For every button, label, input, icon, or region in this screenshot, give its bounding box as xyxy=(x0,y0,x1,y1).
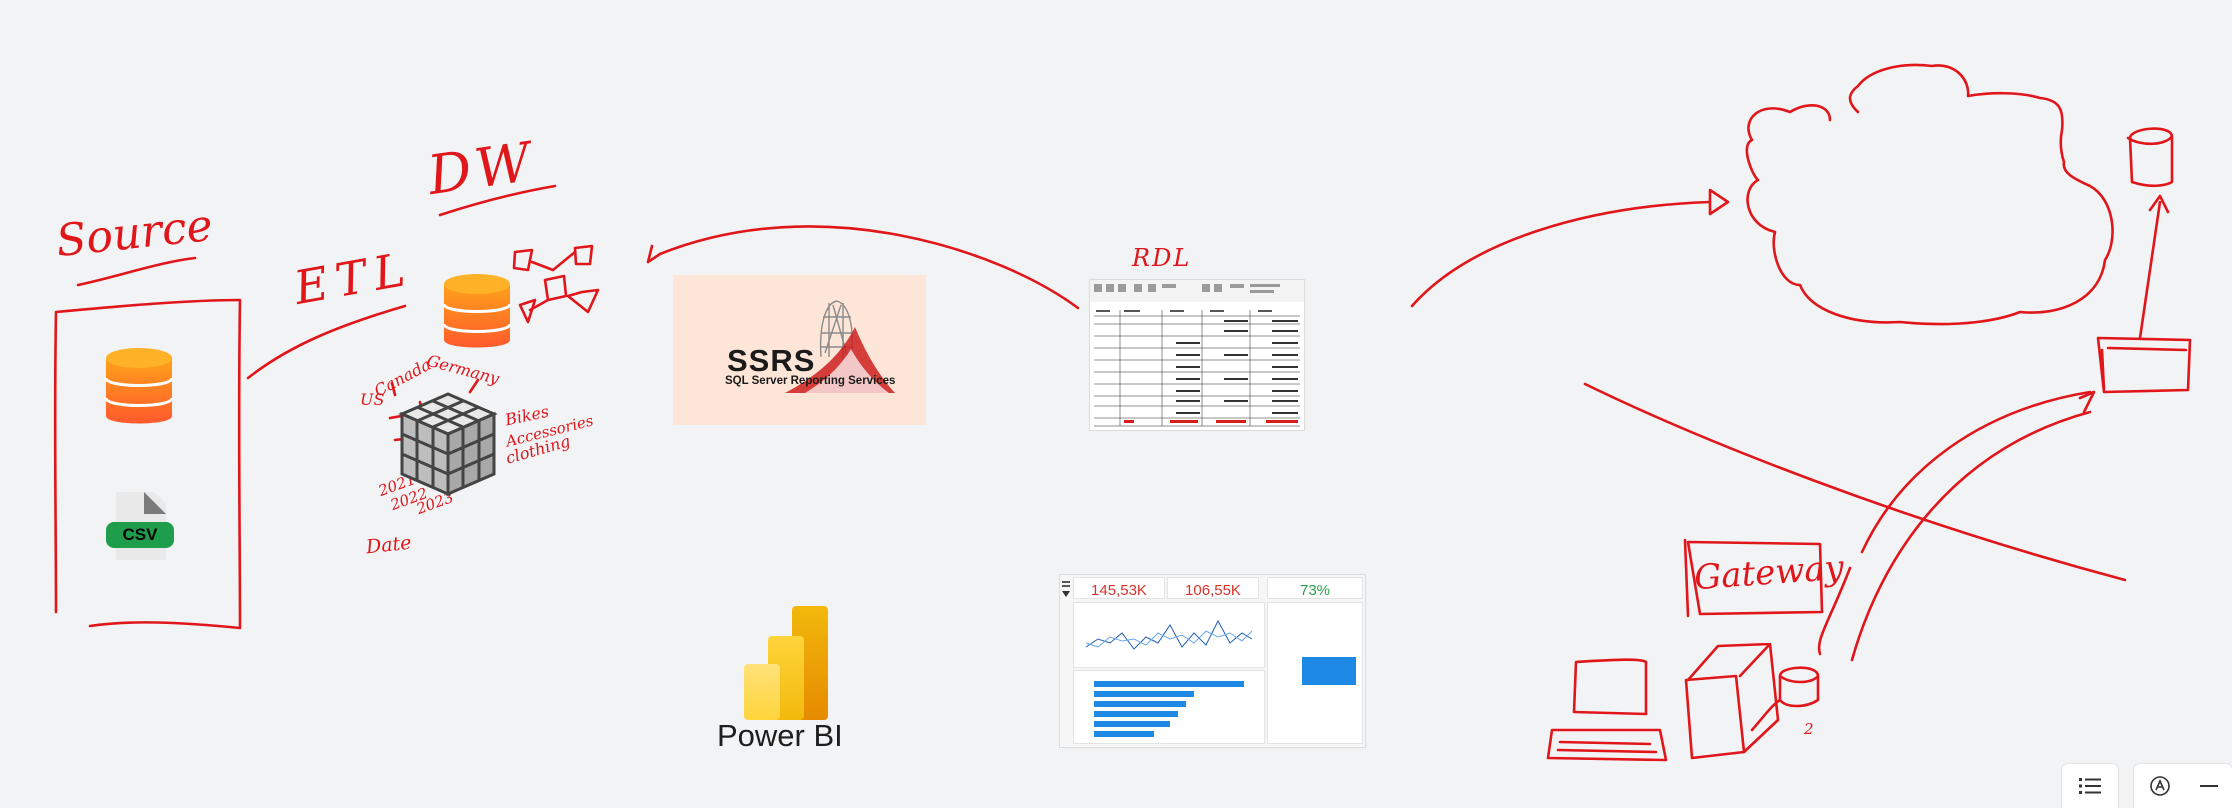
rdl-label: RDL xyxy=(1132,244,1192,272)
bar-chart-graphic xyxy=(1094,681,1244,737)
power-bi-dashboard-thumbnail[interactable]: 145,53K 106,55K 73% xyxy=(1060,575,1365,747)
kpi-value-2: 106,55K xyxy=(1185,582,1241,599)
column-chart-graphic xyxy=(1302,657,1356,685)
device-connector-stroke xyxy=(1750,698,1782,732)
csv-badge: CSV xyxy=(106,522,174,548)
kpi-value-1: 145,53K xyxy=(1091,582,1147,599)
dw-database-icon xyxy=(442,274,512,348)
pen-icon[interactable] xyxy=(2149,775,2171,797)
date-label: Date xyxy=(364,531,413,559)
report-preview-graphic xyxy=(1090,280,1304,427)
device-db-stroke xyxy=(1778,666,1820,708)
kpi-card-profit: 106,55K xyxy=(1168,578,1258,599)
ssrs-title: SSRS xyxy=(727,343,816,378)
csv-file-icon: CSV xyxy=(104,490,176,562)
list-view-button[interactable] xyxy=(2062,764,2118,808)
power-bi-label: Power BI xyxy=(717,718,843,753)
line-chart-graphic xyxy=(1085,619,1253,650)
server-to-db-arrowhead xyxy=(2148,194,2170,214)
gateway-label: Gateway xyxy=(1692,547,1846,599)
power-bi-logo-icon xyxy=(744,606,828,720)
star-schema-doodle xyxy=(512,244,600,324)
cloud-server-stroke xyxy=(2096,336,2192,394)
dw-underline-stroke xyxy=(438,184,557,217)
to-cloud-arrowhead xyxy=(1708,188,1730,216)
kpi-card-margin: 73% xyxy=(1268,578,1362,599)
cloud-db-stroke xyxy=(2126,127,2174,188)
dw-label: DW xyxy=(424,129,539,208)
gateway-to-server-arrowhead xyxy=(2078,390,2096,414)
devices-to-server-arrow xyxy=(1850,410,2092,662)
rdl-report-thumbnail[interactable] xyxy=(1090,280,1304,430)
rdl-to-dw-arrowhead xyxy=(646,244,662,264)
source-underline-stroke xyxy=(76,256,197,287)
long-diagonal-stroke xyxy=(1583,382,2127,582)
dashboard-side-icons xyxy=(1062,579,1070,739)
laptop-stroke xyxy=(1546,658,1668,762)
line-chart-panel xyxy=(1074,603,1264,667)
small-mark-label: 2 xyxy=(1804,720,1814,738)
gateway-down-arrow xyxy=(1817,566,1852,656)
source-database-icon xyxy=(104,348,174,424)
to-cloud-arrow xyxy=(1410,200,1712,308)
minimize-icon[interactable] xyxy=(2199,784,2218,788)
cloud-stroke xyxy=(1745,63,2114,326)
us-label: US xyxy=(360,390,385,409)
bar-chart-panel xyxy=(1074,671,1264,743)
pen-and-minimize-group xyxy=(2134,764,2232,808)
desktop-stroke xyxy=(1684,642,1780,760)
source-box-stroke xyxy=(53,298,242,630)
rdl-to-dw-arrow xyxy=(658,225,1080,310)
etl-arrow-stroke xyxy=(246,304,407,380)
gateway-box-stroke xyxy=(1683,538,1824,618)
kpi-card-sales: 145,53K xyxy=(1074,578,1164,599)
ssrs-subtitle: SQL Server Reporting Services xyxy=(725,375,896,387)
column-chart-panel xyxy=(1268,603,1362,743)
ssrs-tower-icon xyxy=(785,300,895,393)
list-icon xyxy=(2079,778,2101,794)
olap-cube-icon xyxy=(398,392,498,497)
ssrs-logo-card: SSRS SQL Server Reporting Services xyxy=(673,275,926,425)
kpi-value-3: 73% xyxy=(1299,582,1331,599)
gateway-to-server-arrow xyxy=(1860,390,2092,554)
filter-icon xyxy=(1062,591,1070,597)
server-to-db-arrow xyxy=(2138,200,2162,340)
